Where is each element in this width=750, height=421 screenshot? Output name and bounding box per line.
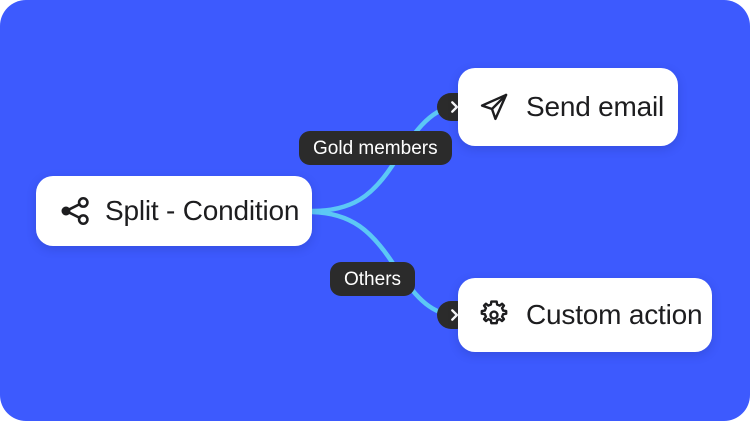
chevron-right-icon — [447, 308, 461, 322]
gear-icon — [476, 297, 512, 333]
node-split-condition[interactable]: Split - Condition — [36, 176, 312, 246]
chevron-right-icon — [447, 100, 461, 114]
node-send-email-label: Send email — [526, 91, 665, 122]
split-share-icon — [56, 192, 94, 230]
node-split-condition-label: Split - Condition — [105, 195, 300, 226]
edge-label-gold-members[interactable]: Gold members — [299, 131, 452, 165]
edge-label-others-text: Others — [344, 268, 402, 290]
node-send-email[interactable]: Send email — [458, 68, 678, 146]
node-custom-action-label: Custom action — [526, 299, 703, 330]
edge-label-others[interactable]: Others — [330, 262, 416, 296]
node-custom-action[interactable]: Custom action — [458, 278, 712, 352]
paper-plane-icon — [476, 89, 512, 125]
edge-label-gold-members-text: Gold members — [313, 137, 438, 159]
